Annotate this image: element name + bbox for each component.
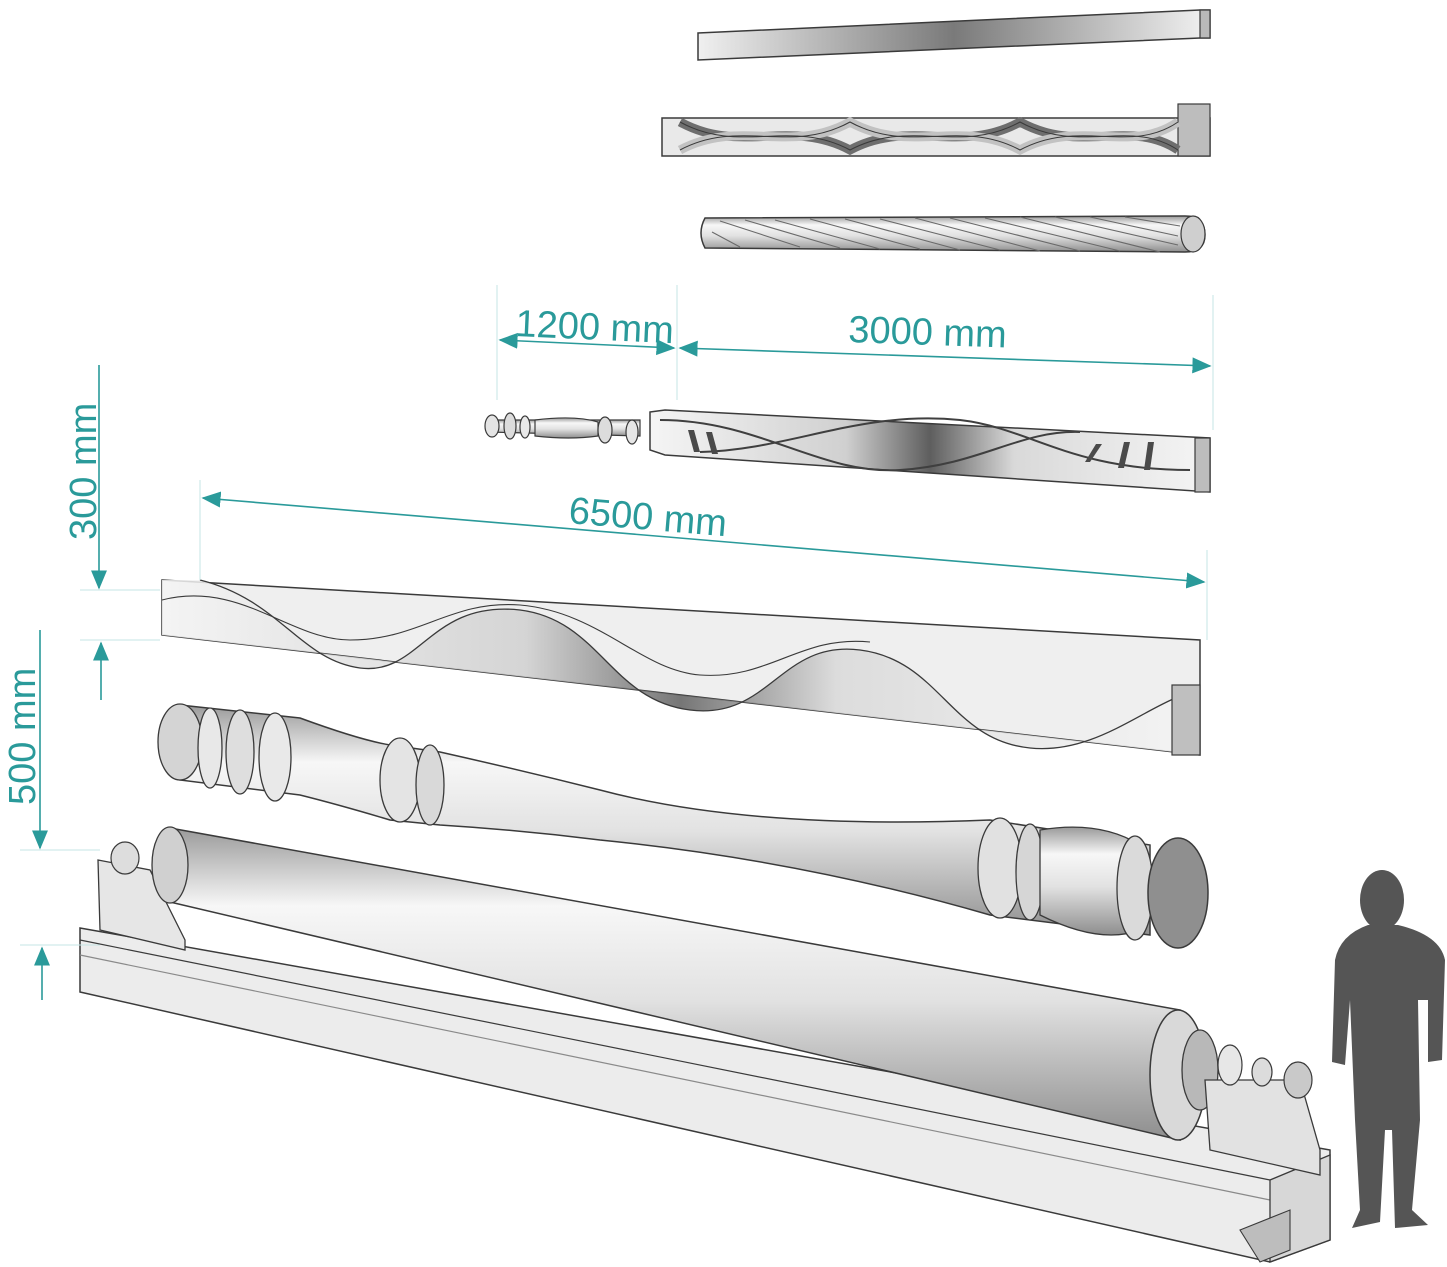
dimension-lines [20,285,1214,1000]
fluted-spiral-column [700,215,1206,253]
flat-twisted-bar [697,9,1211,61]
dimension-300-label: 300 mm [63,403,105,540]
dimension-500-label: 500 mm [2,668,44,805]
dimension-6500-label: 6500 mm [567,490,728,545]
turned-twist-baluster [484,409,1211,493]
human-scale-silhouette [1332,870,1445,1228]
dimension-1200-label: 1200 mm [515,303,675,352]
rope-twist-baluster [661,103,1211,157]
dimension-3000-label: 3000 mm [848,309,1008,357]
turned-baluster [157,703,1209,949]
lathe-with-cylinder [79,826,1331,1263]
large-twisted-column [161,579,1201,756]
